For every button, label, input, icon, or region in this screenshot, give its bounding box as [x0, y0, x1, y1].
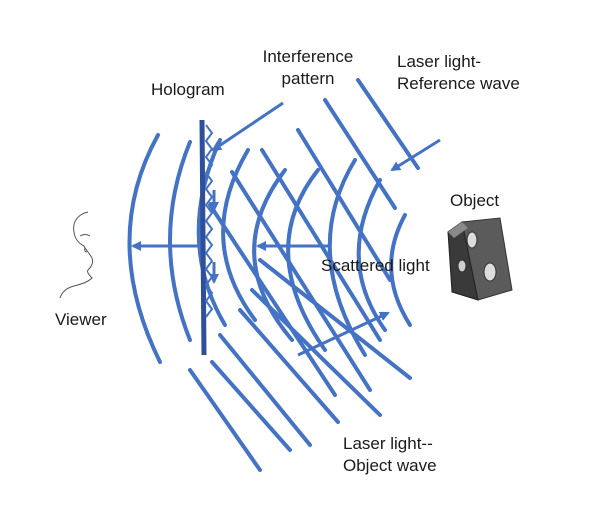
object-label: Object — [450, 191, 500, 210]
viewer-arc — [168, 140, 192, 342]
viewer-label: Viewer — [55, 310, 107, 329]
object-wave-label: Laser light-- Object wave — [343, 433, 437, 477]
viewer-face-icon — [59, 211, 93, 299]
object-wave-line — [188, 368, 262, 472]
reference-wave-line — [296, 128, 392, 282]
scattered-arc — [389, 213, 412, 327]
viewer-arc — [127, 133, 162, 364]
interference-label-line2: pattern — [281, 69, 335, 88]
object-wave-line — [238, 308, 340, 424]
hologram-plate — [199, 119, 214, 356]
interference-pattern-label: Interference pattern — [250, 46, 366, 90]
object-wave-line — [210, 360, 292, 452]
scattered-arc — [221, 148, 257, 322]
hologram-label: Hologram — [151, 80, 225, 99]
scattered-arc — [252, 168, 294, 342]
scattered-light-label: Scattered light — [321, 256, 430, 275]
object-wave-direction-arrow — [297, 311, 390, 357]
object-bracket-icon — [447, 217, 513, 301]
reference-wave-lines — [208, 78, 420, 397]
object-wave-lines — [188, 258, 412, 472]
reference-wave-line — [323, 98, 397, 210]
reference-wave-line — [356, 78, 420, 170]
reference-wave-label: Laser light- Reference wave — [397, 51, 520, 95]
reference-wave-line — [208, 203, 337, 397]
direction-arrows — [131, 101, 441, 357]
reference-label-line1: Laser light- — [397, 52, 482, 71]
reference-wave-line — [230, 170, 372, 392]
interference-label-line1: Interference — [262, 47, 354, 66]
object-wave-line — [218, 333, 312, 447]
object-wave-line — [258, 258, 412, 380]
scattered-arc — [286, 168, 327, 352]
interference-pointer-arrow — [211, 101, 284, 152]
scattered-arc — [356, 178, 387, 332]
viewer-wavefronts — [127, 133, 192, 364]
reference-direction-arrow — [390, 138, 441, 172]
object-wave-label-line2: Object wave — [343, 456, 437, 475]
reference-label-line2: Reference wave — [397, 74, 520, 93]
object-wave-label-line1: Laser light-- — [343, 434, 433, 453]
